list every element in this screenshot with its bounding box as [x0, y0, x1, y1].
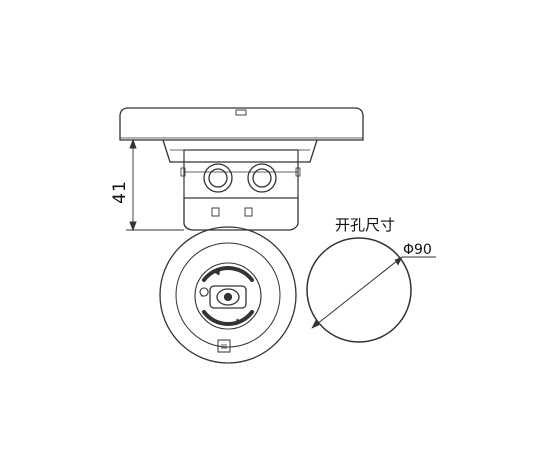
cutout-size-title: 开孔尺寸 [335, 216, 396, 234]
side-view-shoulder [162, 139, 318, 163]
side-view-body [183, 149, 299, 199]
height-dimension [126, 138, 184, 232]
knob-center [209, 285, 247, 309]
cutout-diameter-line [311, 256, 403, 329]
cutout-diameter-label: Φ90 [403, 242, 432, 258]
front-nameplate [217, 339, 231, 353]
cutout-circle [306, 237, 412, 343]
side-view [119, 107, 364, 231]
cable-gland-right [247, 163, 277, 193]
front-inner-ring [175, 242, 281, 348]
cable-gland-left [203, 163, 233, 193]
side-view-cover [119, 107, 364, 141]
front-view [159, 226, 297, 364]
height-dimension-label: 41 [109, 180, 130, 204]
side-view-base [183, 198, 299, 231]
knob-disk [194, 262, 262, 330]
front-outer-ring [159, 226, 297, 364]
cutout-view [306, 237, 436, 343]
knob-grip-top [202, 266, 254, 282]
knob-grip-bottom [202, 310, 254, 326]
